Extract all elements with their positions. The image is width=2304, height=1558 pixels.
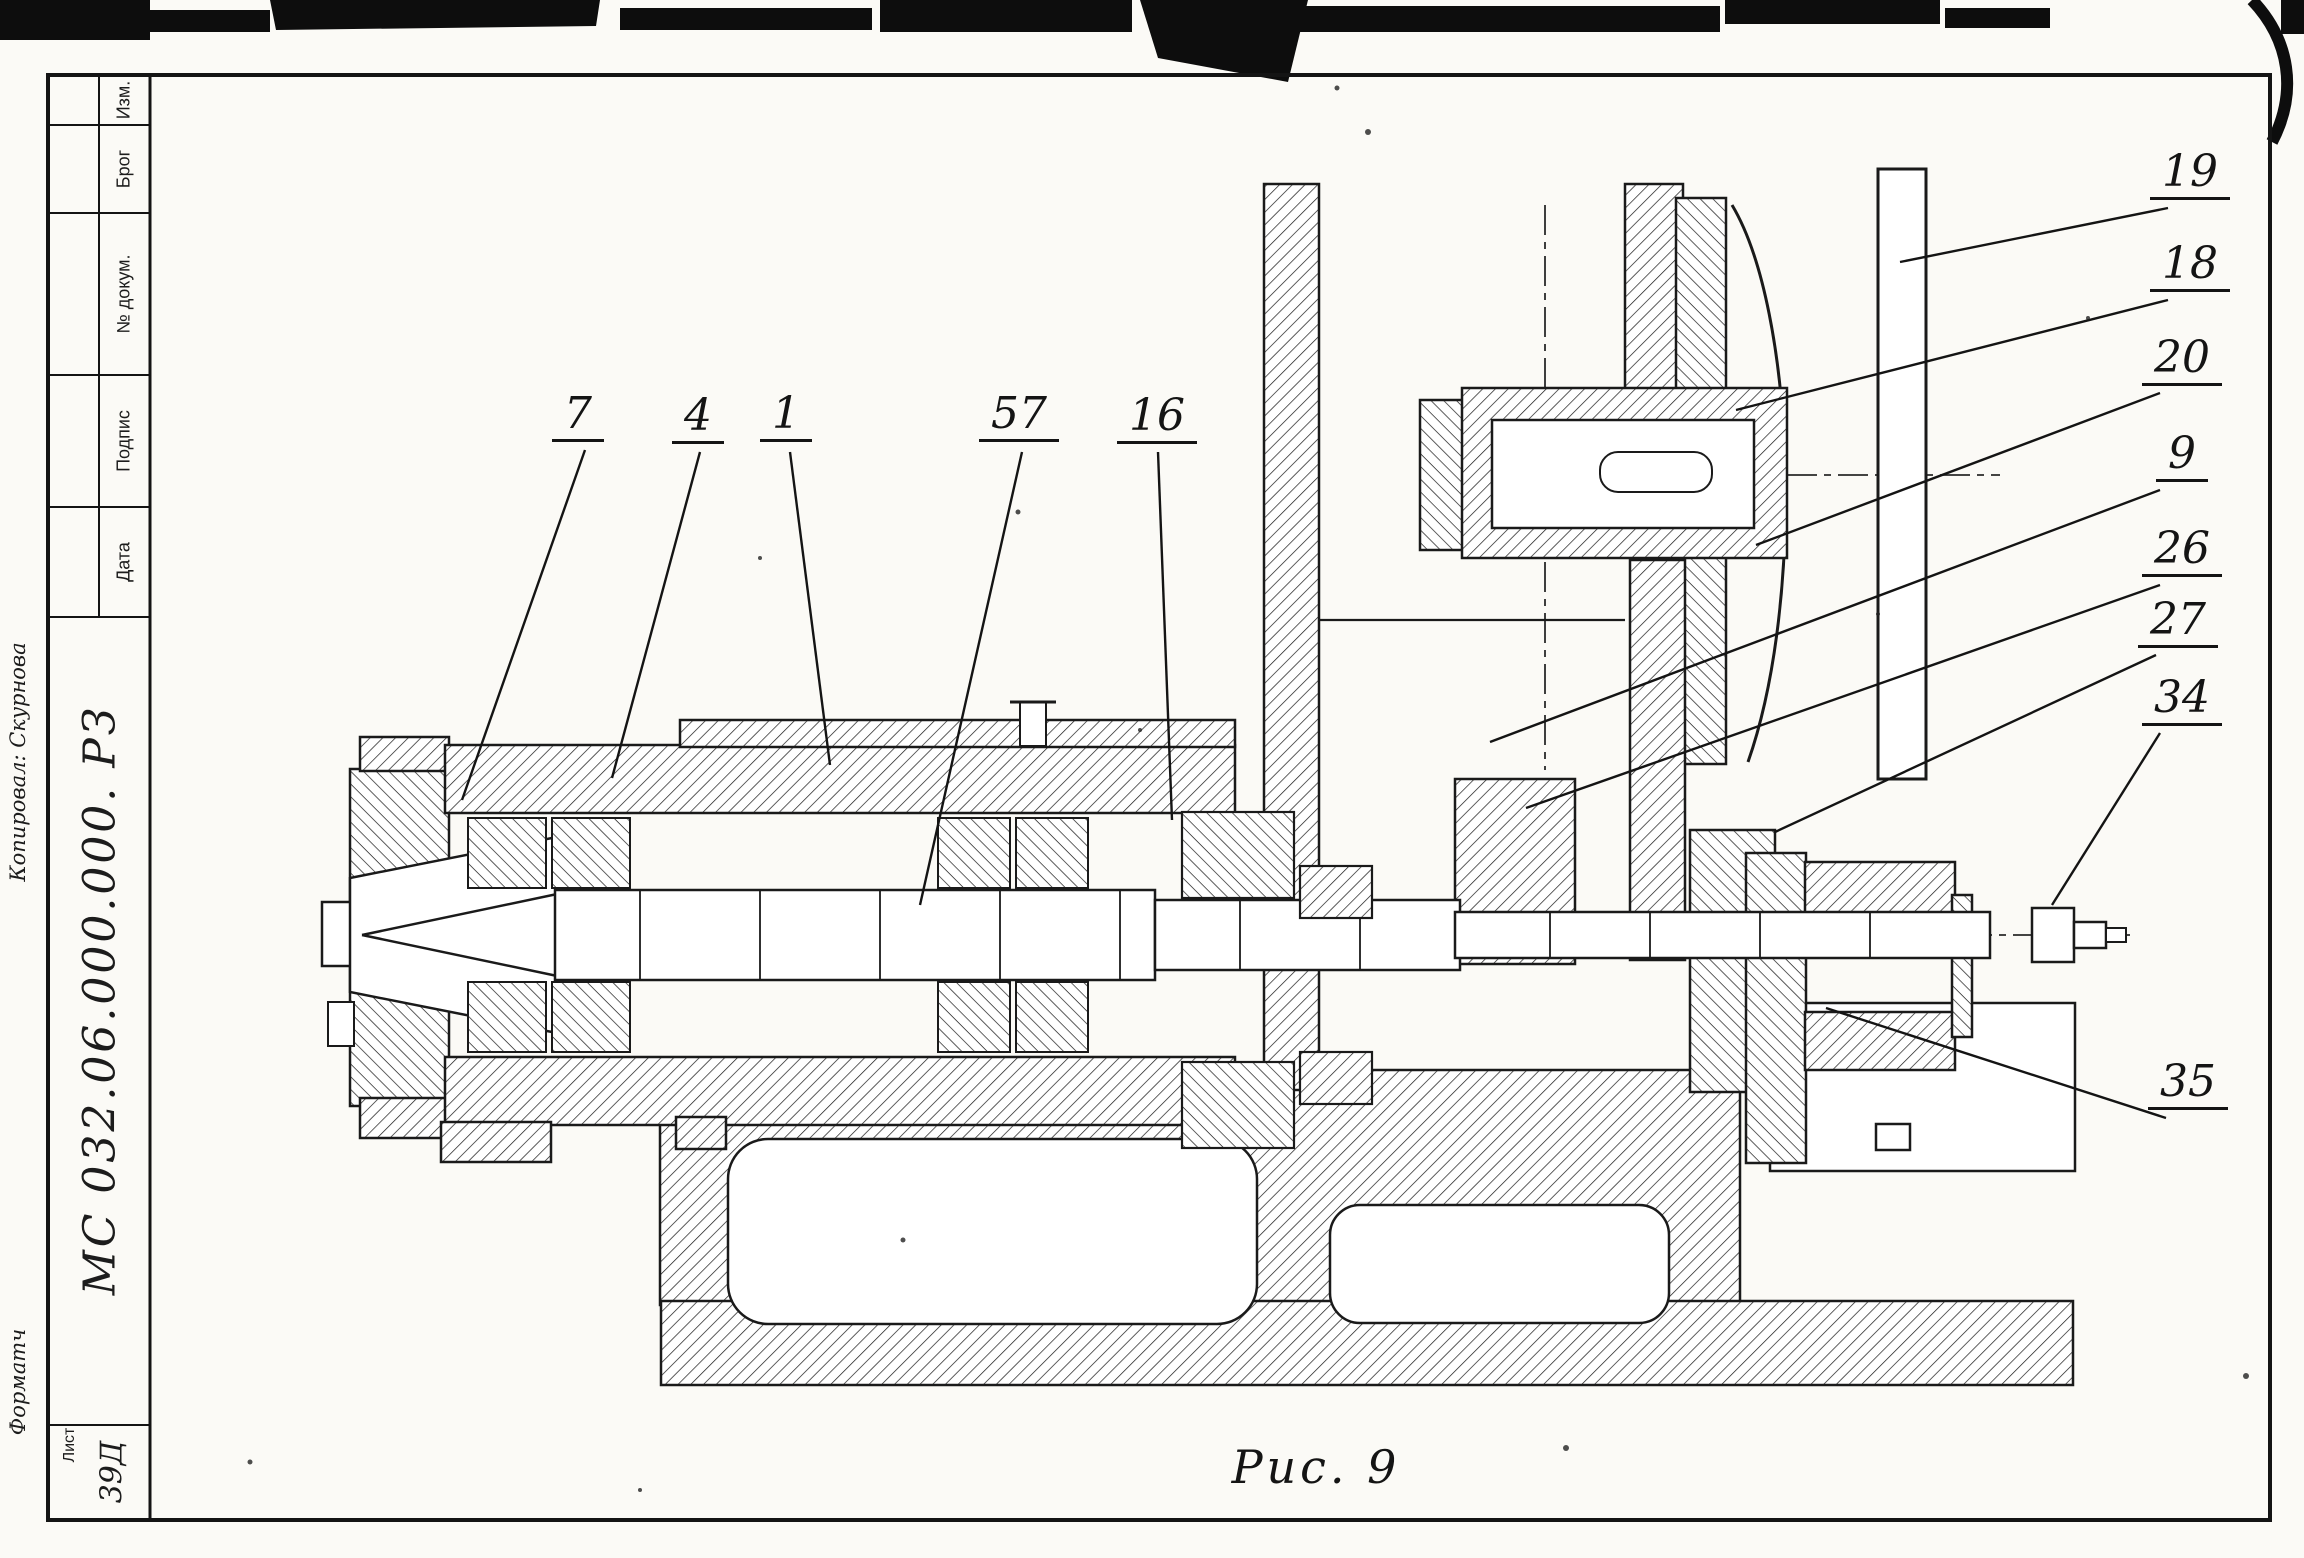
callout-34: 34: [2142, 676, 2222, 726]
titleblock-row-podpis: Подпис: [113, 410, 134, 472]
copied-by-note: Копировал: Скурнова: [6, 642, 30, 882]
callout-57: 57: [979, 392, 1059, 442]
format-note: Форматч: [6, 1328, 30, 1436]
scan-artifact-strip: [0, 0, 2304, 145]
callout-leader-lines: [460, 206, 2169, 1120]
titleblock-row-dokum: № докум.: [113, 254, 134, 334]
callout-35: 35: [2148, 1060, 2228, 1110]
document-number: МС 032.06.000.000. РЗ: [74, 704, 126, 1296]
titleblock-row-izm: Изм.: [113, 80, 134, 120]
titleblock-row-data: Дата: [113, 542, 134, 582]
callout-27: 27: [2138, 598, 2218, 648]
callout-16: 16: [1117, 394, 1197, 444]
bearings: [467, 817, 1089, 1053]
spindle-shaft: [553, 888, 1992, 982]
upper-cylinder: [1418, 386, 1789, 560]
callout-20: 20: [2142, 336, 2222, 386]
scan-dust: [247, 85, 2249, 1492]
callout-19: 19: [2150, 150, 2230, 200]
callout-18: 18: [2150, 242, 2230, 292]
shaft-end: [1803, 860, 2127, 1072]
titleblock-row-brog: Брог: [113, 149, 134, 189]
figure-caption: Рис. 9: [1231, 1440, 1401, 1494]
callout-1: 1: [760, 392, 812, 442]
drawing-frame: [46, 73, 2272, 1522]
sheet-label: Лист: [61, 1427, 78, 1463]
coupling-collars: [1180, 810, 1374, 1150]
callout-26: 26: [2142, 527, 2222, 577]
callout-7: 7: [552, 392, 604, 442]
callout-4: 4: [672, 394, 724, 444]
sheet-number: 39Д: [94, 1440, 130, 1504]
callout-9: 9: [2156, 432, 2208, 482]
